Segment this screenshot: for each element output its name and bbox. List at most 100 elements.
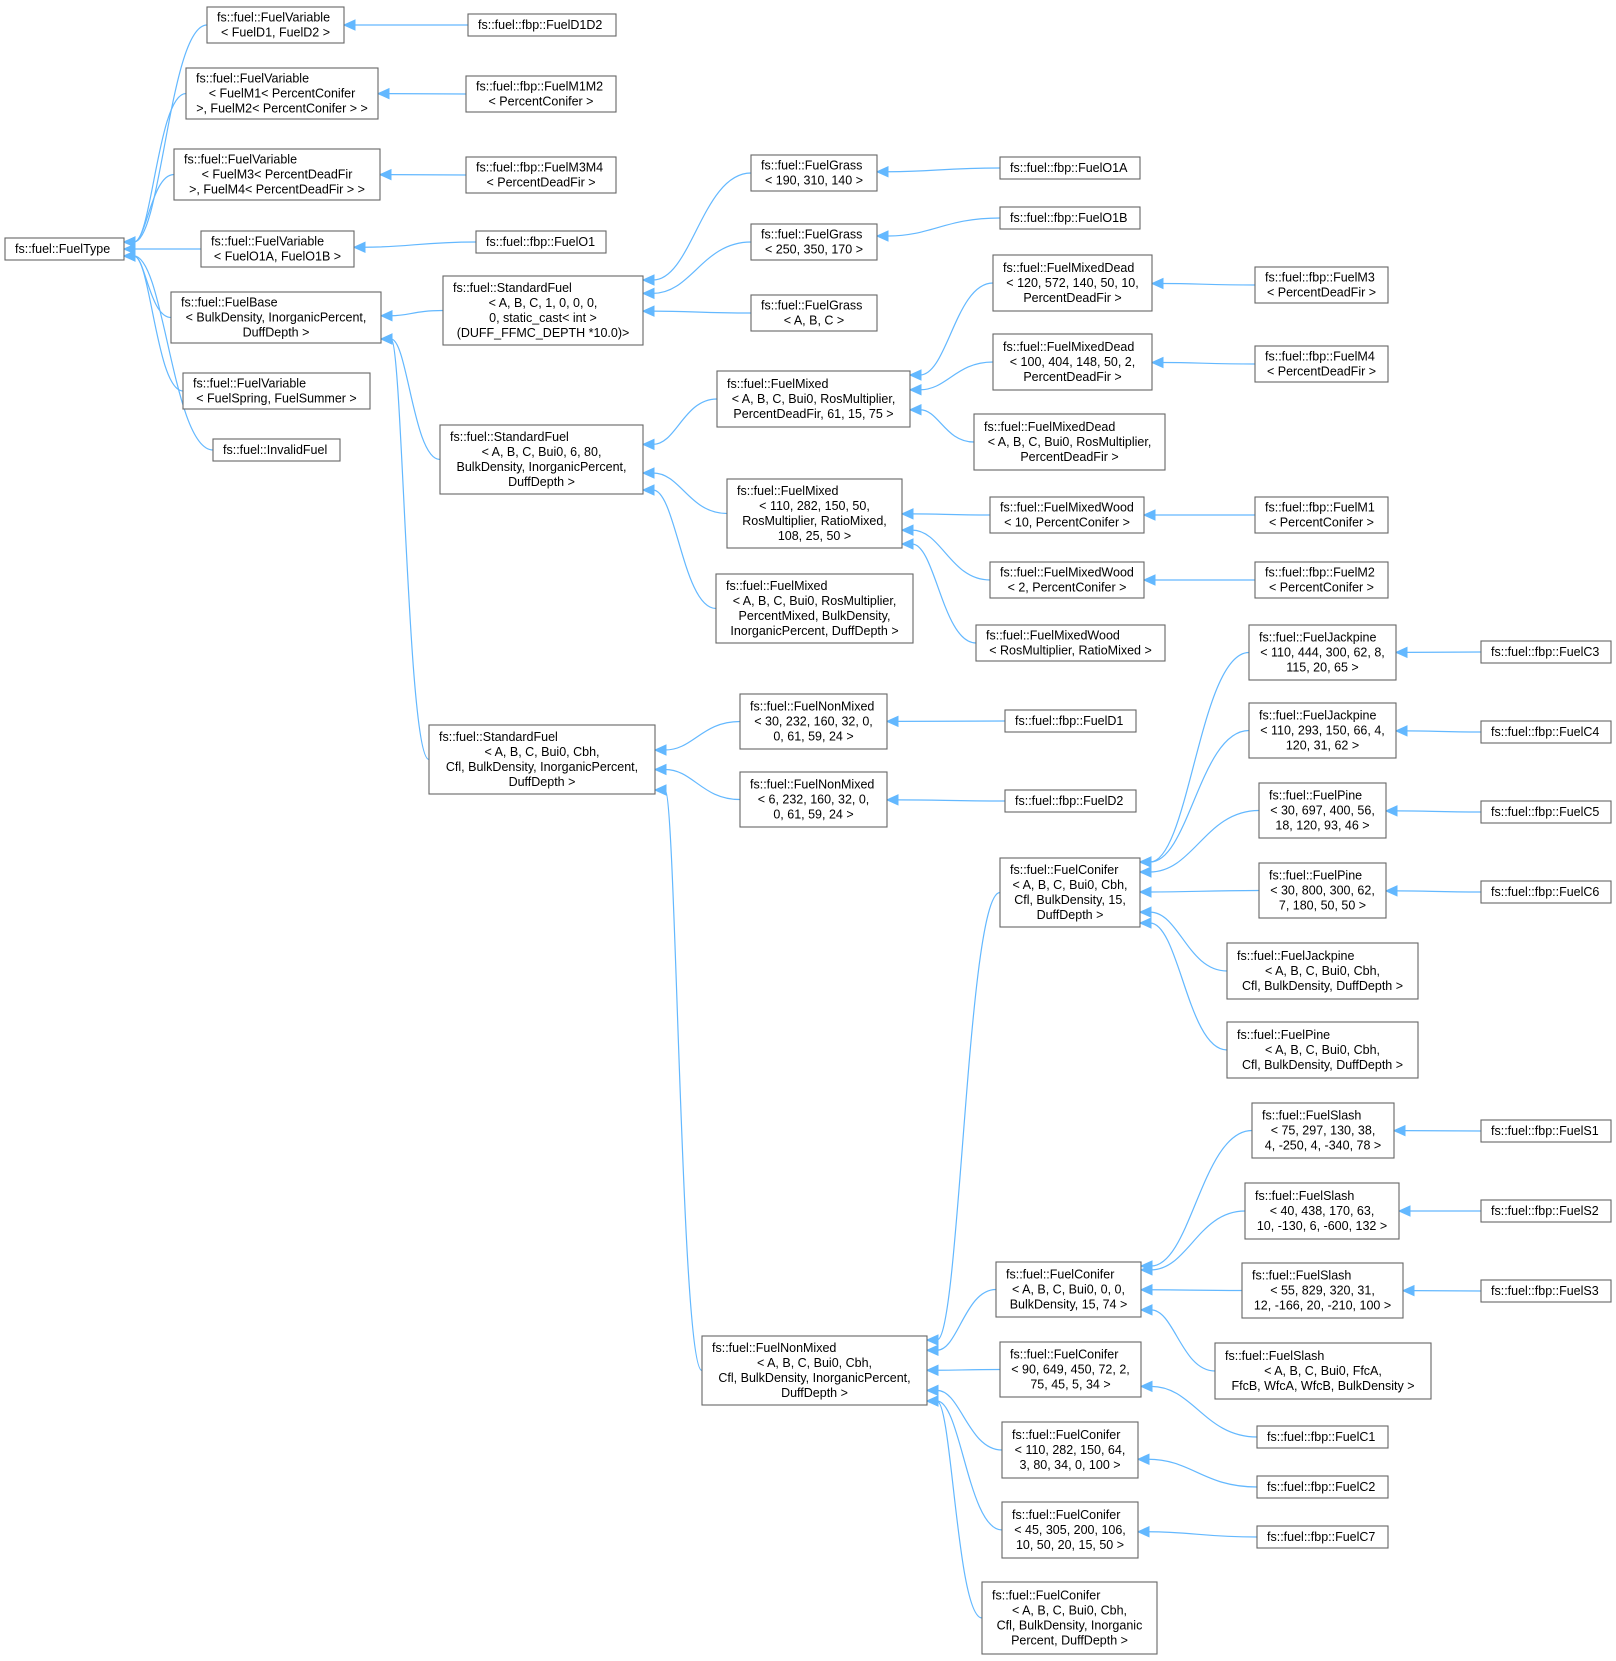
class-node-template-line: InorganicPercent, DuffDepth >: [730, 624, 898, 638]
inheritance-arrowhead: [1384, 805, 1398, 817]
class-node-fbp-m4[interactable]: fs::fuel::fbp::FuelM4< PercentDeadFir >: [1254, 345, 1389, 383]
class-node-fc2[interactable]: fs::fuel::FuelConifer< A, B, C, Bui0, 0,…: [995, 1261, 1142, 1318]
class-node-fmw3[interactable]: fs::fuel::FuelMixedWood< RosMultiplier, …: [975, 624, 1166, 662]
class-node-fj3[interactable]: fs::fuel::FuelJackpine< A, B, C, Bui0, C…: [1226, 942, 1419, 1000]
class-node-box: [173, 148, 381, 201]
class-node-fv-m1-m2[interactable]: fs::fuel::FuelVariable< FuelM1< PercentC…: [185, 67, 379, 120]
class-node-fc4[interactable]: fs::fuel::FuelConifer< 110, 282, 150, 64…: [1001, 1421, 1139, 1479]
class-node-template-line: PercentDeadFir >: [1023, 370, 1121, 384]
class-node-sf2[interactable]: fs::fuel::StandardFuel< A, B, C, Bui0, 6…: [439, 424, 644, 495]
edge-fmd3-to-fm1: [908, 403, 975, 443]
inheritance-line: [911, 513, 991, 516]
class-node-fs3[interactable]: fs::fuel::FuelSlash< 55, 829, 320, 31,12…: [1241, 1262, 1404, 1319]
inheritance-arrowhead: [122, 250, 136, 262]
class-node-fm3[interactable]: fs::fuel::FuelMixed< A, B, C, Bui0, RosM…: [715, 573, 914, 644]
class-node-template-line: >, FuelM2< PercentConifer > >: [196, 102, 368, 116]
class-node-box: [1480, 1199, 1612, 1223]
class-node-fc5[interactable]: fs::fuel::FuelConifer< 45, 305, 200, 106…: [1001, 1501, 1139, 1559]
class-node-fbp-o1-b[interactable]: fs::fuel::fbp::FuelO1B: [999, 206, 1141, 230]
class-node-fv-d1-d2[interactable]: fs::fuel::FuelVariable< FuelD1, FuelD2 >: [206, 6, 345, 44]
class-node-fbp-m3[interactable]: fs::fuel::fbp::FuelM3< PercentDeadFir >: [1254, 266, 1389, 304]
class-node-name: fs::fuel::FuelVariable: [184, 153, 297, 167]
class-node-fbp-c5[interactable]: fs::fuel::fbp::FuelC5: [1480, 800, 1612, 824]
class-node-fnm1[interactable]: fs::fuel::FuelNonMixed< 30, 232, 160, 32…: [739, 693, 888, 750]
class-node-fnm3[interactable]: fs::fuel::FuelNonMixed< A, B, C, Bui0, C…: [701, 1335, 928, 1406]
class-node-fs2[interactable]: fs::fuel::FuelSlash< 40, 438, 170, 63,10…: [1244, 1182, 1400, 1240]
class-node-fbp-c2[interactable]: fs::fuel::fbp::FuelC2: [1256, 1475, 1389, 1499]
class-node-fmw2[interactable]: fs::fuel::FuelMixedWood< 2, PercentConif…: [989, 561, 1145, 599]
class-node-box: [1004, 789, 1137, 813]
class-node-fbp-c6[interactable]: fs::fuel::fbp::FuelC6: [1480, 880, 1612, 904]
inheritance-arrowhead: [379, 309, 393, 322]
class-node-fs4[interactable]: fs::fuel::FuelSlash< A, B, C, Bui0, FfcA…: [1214, 1342, 1432, 1400]
class-node-sf1[interactable]: fs::fuel::StandardFuel< A, B, C, 1, 0, 0…: [442, 275, 644, 346]
class-node-fbp-s1[interactable]: fs::fuel::fbp::FuelS1: [1480, 1119, 1612, 1143]
class-node-fbp-o1-a[interactable]: fs::fuel::fbp::FuelO1A: [999, 156, 1141, 180]
edge-fbp-d2-to-fnm2: [885, 794, 1006, 806]
class-node-fbp-m1[interactable]: fs::fuel::fbp::FuelM1< PercentConifer >: [1254, 496, 1389, 534]
class-node-fmw1[interactable]: fs::fuel::FuelMixedWood< 10, PercentConi…: [989, 496, 1145, 534]
edge-fs2-to-fc2: [1139, 1210, 1246, 1276]
class-node-fbp-m3-m4[interactable]: fs::fuel::fbp::FuelM3M4< PercentDeadFir …: [465, 156, 617, 194]
class-node-fbp-m2[interactable]: fs::fuel::fbp::FuelM2< PercentConifer >: [1254, 561, 1389, 599]
class-node-box: [1226, 942, 1419, 1000]
class-node-box: [981, 1581, 1158, 1655]
class-node-name: fs::fuel::FuelConifer: [1006, 1268, 1114, 1282]
class-node-sf3[interactable]: fs::fuel::StandardFuel< A, B, C, Bui0, C…: [428, 724, 656, 795]
class-node-fbp-c4[interactable]: fs::fuel::fbp::FuelC4: [1480, 720, 1612, 744]
class-node-fv-spring[interactable]: fs::fuel::FuelVariable< FuelSpring, Fuel…: [182, 372, 371, 410]
edge-fv-m3-m4-to-fuel-type: [122, 173, 175, 248]
class-node-fbp-c3[interactable]: fs::fuel::fbp::FuelC3: [1480, 640, 1612, 664]
class-node-fm2[interactable]: fs::fuel::FuelMixed< 110, 282, 150, 50,R…: [726, 478, 903, 549]
class-node-fp1[interactable]: fs::fuel::FuelPine< 30, 697, 400, 56,18,…: [1258, 782, 1387, 839]
class-node-template-line: PercentDeadFir >: [1023, 291, 1121, 305]
inheritance-arrowhead: [1138, 906, 1152, 918]
class-node-name: fs::fuel::FuelPine: [1269, 869, 1362, 883]
class-node-template-line: Cfl, BulkDensity, InorganicPercent,: [718, 1371, 910, 1385]
inheritance-arrowhead: [1142, 509, 1156, 521]
class-node-fc6[interactable]: fs::fuel::FuelConifer< A, B, C, Bui0, Cb…: [981, 1581, 1158, 1655]
class-node-fbp-c7[interactable]: fs::fuel::fbp::FuelC7: [1256, 1525, 1389, 1549]
class-node-template-line: < A, B, C >: [784, 314, 844, 328]
class-node-fs1[interactable]: fs::fuel::FuelSlash< 75, 297, 130, 38,4,…: [1251, 1102, 1395, 1159]
class-node-fbp-d1-d2[interactable]: fs::fuel::fbp::FuelD1D2: [467, 13, 617, 37]
class-node-box: [1001, 1501, 1139, 1559]
inheritance-line: [1161, 361, 1256, 365]
class-node-fj1[interactable]: fs::fuel::FuelJackpine< 110, 444, 300, 6…: [1248, 624, 1397, 681]
inheritance-line: [1149, 922, 1228, 1051]
class-node-fmd1[interactable]: fs::fuel::FuelMixedDead< 120, 572, 140, …: [992, 254, 1153, 312]
class-node-fbp-o1[interactable]: fs::fuel::fbp::FuelO1: [475, 230, 607, 254]
class-node-fbp-m1-m2[interactable]: fs::fuel::fbp::FuelM1M2< PercentConifer …: [465, 75, 617, 113]
class-node-fp2[interactable]: fs::fuel::FuelPine< 30, 800, 300, 62,7, …: [1258, 862, 1387, 919]
class-node-fbp-d1[interactable]: fs::fuel::fbp::FuelD1: [1004, 709, 1137, 733]
class-node-fp3[interactable]: fs::fuel::FuelPine< A, B, C, Bui0, Cbh,C…: [1226, 1021, 1419, 1079]
class-node-fbp-c1[interactable]: fs::fuel::fbp::FuelC1: [1256, 1425, 1389, 1449]
class-node-fv-m3-m4[interactable]: fs::fuel::FuelVariable< FuelM3< PercentD…: [173, 148, 381, 201]
class-node-fmd3[interactable]: fs::fuel::FuelMixedDead< A, B, C, Bui0, …: [973, 413, 1166, 471]
class-node-box: [170, 291, 382, 344]
class-node-fj2[interactable]: fs::fuel::FuelJackpine< 110, 293, 150, 6…: [1248, 702, 1397, 759]
class-node-name: fs::fuel::FuelSlash: [1225, 1349, 1324, 1363]
class-node-name: fs::fuel::FuelMixedDead: [984, 420, 1115, 434]
class-node-fm1[interactable]: fs::fuel::FuelMixed< A, B, C, Bui0, RosM…: [716, 370, 911, 428]
class-node-fbp-d2[interactable]: fs::fuel::fbp::FuelD2: [1004, 789, 1137, 813]
class-node-fuel-base[interactable]: fs::fuel::FuelBase< BulkDensity, Inorgan…: [170, 291, 382, 344]
class-node-fg2[interactable]: fs::fuel::FuelGrass< 250, 350, 170 >: [750, 223, 878, 261]
class-node-fc3[interactable]: fs::fuel::FuelConifer< 90, 649, 450, 72,…: [999, 1341, 1142, 1398]
class-node-fnm2[interactable]: fs::fuel::FuelNonMixed< 6, 232, 160, 32,…: [739, 771, 888, 828]
inheritance-line: [919, 361, 994, 391]
class-node-template-line: BulkDensity, 15, 74 >: [1010, 1298, 1128, 1312]
class-node-invalid-fuel[interactable]: fs::fuel::InvalidFuel: [212, 438, 341, 462]
class-node-fg3[interactable]: fs::fuel::FuelGrass< A, B, C >: [750, 294, 878, 332]
class-node-fuel-type[interactable]: fs::fuel::FuelType: [4, 237, 125, 261]
class-node-fc1[interactable]: fs::fuel::FuelConifer< A, B, C, Bui0, Cb…: [999, 857, 1141, 928]
edge-fbp-m3-to-fmd1: [1150, 277, 1256, 290]
class-node-fmd2[interactable]: fs::fuel::FuelMixedDead< 100, 404, 148, …: [992, 333, 1153, 391]
inheritance-arrowhead: [641, 287, 655, 300]
class-node-fg1[interactable]: fs::fuel::FuelGrass< 190, 310, 140 >: [750, 154, 878, 192]
class-node-fbp-s3[interactable]: fs::fuel::fbp::FuelS3: [1480, 1279, 1612, 1303]
inheritance-arrowhead: [925, 1334, 939, 1346]
class-node-fv-o1[interactable]: fs::fuel::FuelVariable< FuelO1A, FuelO1B…: [200, 230, 355, 268]
inheritance-line: [652, 310, 752, 314]
class-node-fbp-s2[interactable]: fs::fuel::fbp::FuelS2: [1480, 1199, 1612, 1223]
